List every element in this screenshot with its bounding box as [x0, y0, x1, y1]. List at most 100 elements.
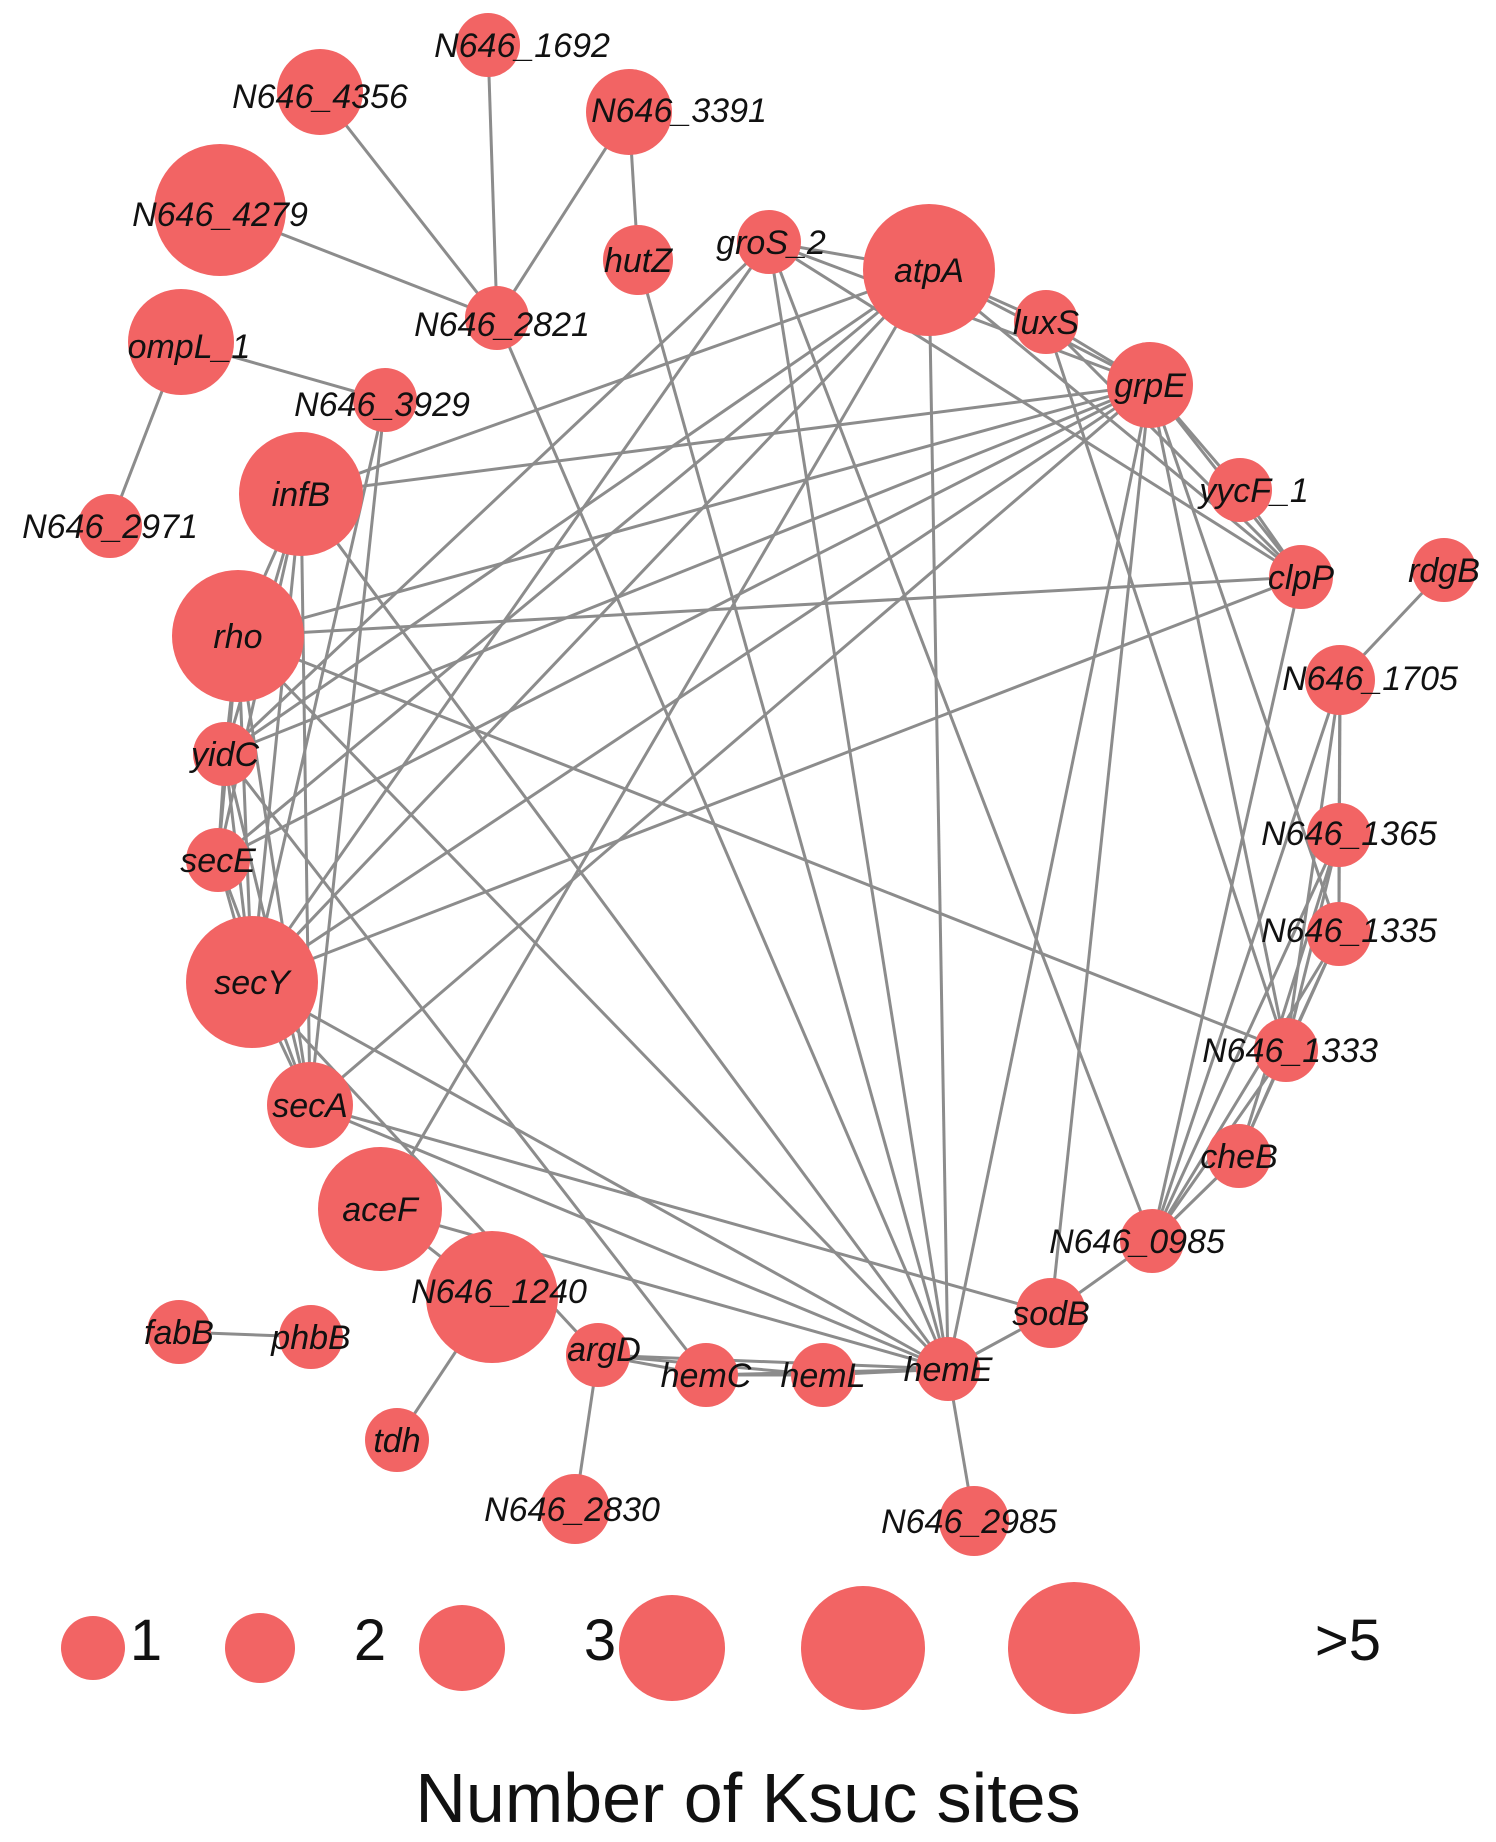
node-secA[interactable]: secA: [267, 1062, 353, 1148]
node-secY[interactable]: secY: [186, 916, 318, 1048]
node-hemE[interactable]: hemE: [904, 1337, 993, 1401]
node-circle-hemE[interactable]: [916, 1337, 980, 1401]
node-rho[interactable]: rho: [172, 570, 304, 702]
node-circle-N646_3391[interactable]: [586, 69, 672, 155]
node-secE[interactable]: secE: [180, 828, 256, 892]
node-label-ompL_1: ompL_1: [128, 328, 251, 366]
node-N646_2985[interactable]: N646_2985: [881, 1486, 1057, 1556]
node-grpE[interactable]: grpE: [1107, 342, 1193, 428]
node-phbB[interactable]: phbB: [270, 1305, 351, 1369]
node-circle-cheB[interactable]: [1207, 1124, 1271, 1188]
node-circle-secA[interactable]: [267, 1062, 353, 1148]
node-N646_2821[interactable]: N646_2821: [414, 286, 590, 350]
node-circle-groS_2[interactable]: [737, 210, 801, 274]
node-label-luxS: luxS: [1013, 304, 1079, 342]
node-N646_1240[interactable]: N646_1240: [411, 1231, 587, 1363]
node-fabB[interactable]: fabB: [144, 1300, 214, 1364]
edge-clpP-N646_0985: [1150, 576, 1303, 1242]
edge-grpE-infB: [300, 383, 1151, 496]
legend: 12345>5 Number of Ksuc sites: [61, 1582, 1381, 1837]
node-hemL[interactable]: hemL: [780, 1343, 866, 1407]
node-circle-hutZ[interactable]: [603, 225, 673, 295]
node-circle-grpE[interactable]: [1107, 342, 1193, 428]
node-hemC[interactable]: hemC: [661, 1343, 752, 1407]
node-cheB[interactable]: cheB: [1200, 1124, 1278, 1188]
edge-atpA-infB: [300, 268, 930, 496]
node-circle-yycF_1[interactable]: [1208, 458, 1272, 522]
node-sodB[interactable]: sodB: [1012, 1278, 1090, 1348]
node-circle-rdgB[interactable]: [1412, 538, 1476, 602]
node-circle-N646_3929[interactable]: [353, 368, 417, 432]
node-circle-N646_1365[interactable]: [1307, 803, 1371, 867]
node-circle-N646_1705[interactable]: [1305, 645, 1375, 715]
node-circle-yidC[interactable]: [193, 722, 257, 786]
node-N646_4279[interactable]: N646_4279: [132, 144, 308, 276]
node-aceF[interactable]: aceF: [318, 1147, 442, 1271]
node-circle-fabB[interactable]: [147, 1300, 211, 1364]
node-circle-secE[interactable]: [186, 828, 250, 892]
node-circle-phbB[interactable]: [279, 1305, 343, 1369]
node-circle-luxS[interactable]: [1014, 290, 1078, 354]
node-circle-infB[interactable]: [239, 432, 363, 556]
node-ompL_1[interactable]: ompL_1: [128, 289, 251, 395]
node-N646_1365[interactable]: N646_1365: [1261, 803, 1437, 867]
node-circle-aceF[interactable]: [318, 1147, 442, 1271]
node-label-N646_1333: N646_1333: [1202, 1032, 1378, 1070]
node-N646_3391[interactable]: N646_3391: [586, 69, 767, 155]
node-circle-argD[interactable]: [566, 1323, 630, 1387]
node-circle-rho[interactable]: [172, 570, 304, 702]
node-label-N646_3929: N646_3929: [294, 386, 470, 424]
legend-label-6: >5: [1315, 1608, 1381, 1673]
node-argD[interactable]: argD: [566, 1323, 641, 1387]
node-circle-N646_2971[interactable]: [78, 494, 142, 558]
node-luxS[interactable]: luxS: [1013, 290, 1079, 354]
node-label-groS_2: groS_2: [716, 224, 826, 262]
node-circle-clpP[interactable]: [1269, 545, 1333, 609]
node-circle-N646_2985[interactable]: [939, 1486, 1009, 1556]
edge-rho-hemE: [236, 634, 950, 1371]
node-N646_4356[interactable]: N646_4356: [232, 49, 408, 135]
node-N646_1335[interactable]: N646_1335: [1261, 902, 1437, 966]
node-circle-N646_1335[interactable]: [1307, 902, 1371, 966]
node-hutZ[interactable]: hutZ: [603, 225, 673, 295]
node-label-N646_2985: N646_2985: [881, 1503, 1057, 1541]
node-circle-N646_2830[interactable]: [540, 1474, 610, 1544]
node-label-N646_3391: N646_3391: [591, 92, 767, 130]
node-circle-ompL_1[interactable]: [128, 289, 234, 395]
node-clpP[interactable]: clpP: [1268, 545, 1334, 609]
node-circle-hemC[interactable]: [674, 1343, 738, 1407]
node-circle-tdh[interactable]: [365, 1408, 429, 1472]
node-circle-N646_0985[interactable]: [1120, 1209, 1184, 1273]
legend-circle-4: [619, 1595, 725, 1701]
node-circle-N646_2821[interactable]: [465, 286, 529, 350]
node-N646_3929[interactable]: N646_3929: [294, 368, 470, 432]
node-circle-N646_1333[interactable]: [1254, 1018, 1318, 1082]
node-tdh[interactable]: tdh: [365, 1408, 429, 1472]
node-circle-atpA[interactable]: [863, 204, 995, 336]
node-circle-sodB[interactable]: [1016, 1278, 1086, 1348]
node-circle-secY[interactable]: [186, 916, 318, 1048]
edge-groS_2-yidC: [223, 240, 771, 756]
node-circle-hemL[interactable]: [791, 1343, 855, 1407]
node-circle-N646_1692[interactable]: [456, 13, 520, 77]
node-groS_2[interactable]: groS_2: [716, 210, 826, 274]
node-N646_1705[interactable]: N646_1705: [1282, 645, 1458, 715]
node-N646_2971[interactable]: N646_2971: [22, 494, 198, 558]
node-N646_0985[interactable]: N646_0985: [1049, 1209, 1225, 1273]
node-rdgB[interactable]: rdgB: [1408, 538, 1480, 602]
node-infB[interactable]: infB: [239, 432, 363, 556]
node-yidC[interactable]: yidC: [189, 722, 259, 786]
node-circle-N646_4356[interactable]: [277, 49, 363, 135]
node-circle-N646_1240[interactable]: [426, 1231, 558, 1363]
node-label-tdh: tdh: [373, 1422, 420, 1460]
node-atpA[interactable]: atpA: [863, 204, 995, 336]
edge-infB-hemE: [299, 493, 950, 1370]
edge-N646_1365-cheB: [1237, 834, 1341, 1157]
node-circle-N646_4279[interactable]: [154, 144, 286, 276]
node-N646_1692[interactable]: N646_1692: [434, 13, 610, 77]
node-yycF_1[interactable]: yycF_1: [1197, 458, 1309, 522]
legend-circle-2: [225, 1613, 295, 1683]
node-N646_2830[interactable]: N646_2830: [484, 1474, 660, 1544]
node-N646_1333[interactable]: N646_1333: [1202, 1018, 1378, 1082]
